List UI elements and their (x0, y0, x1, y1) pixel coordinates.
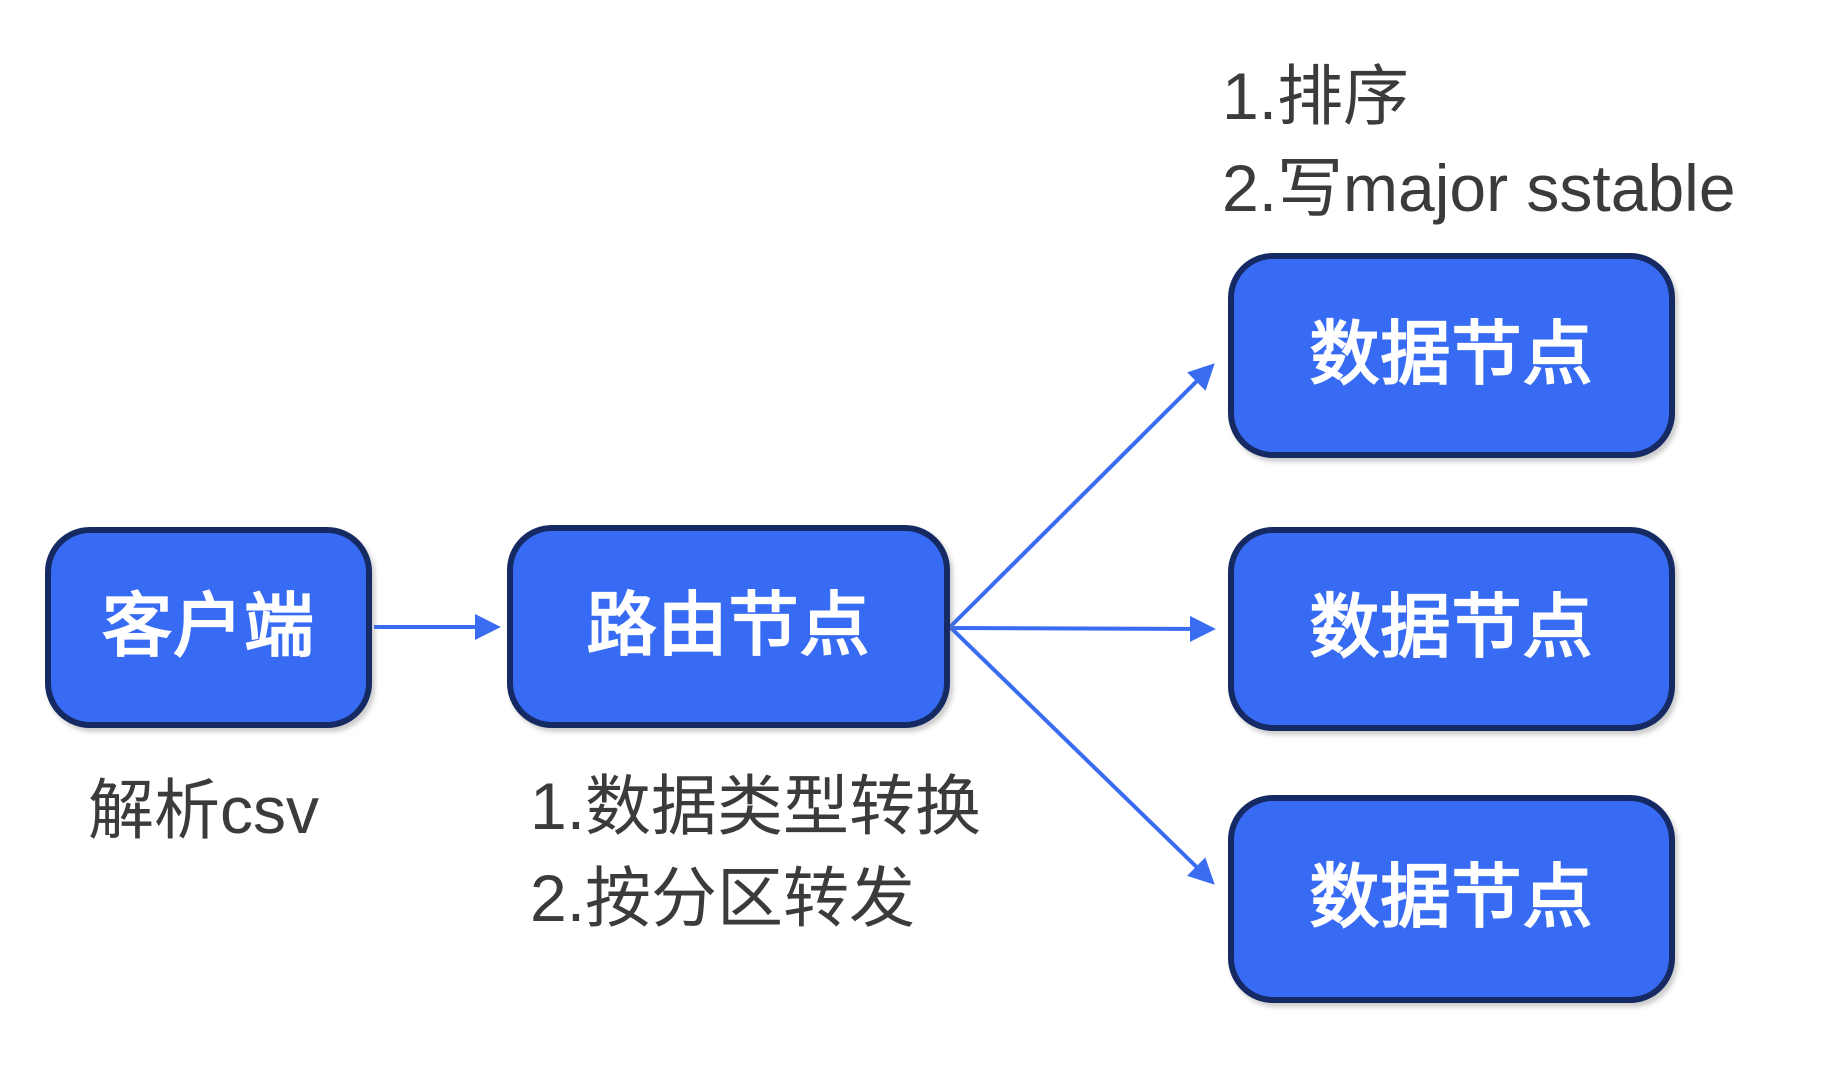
node-data-bottom: 数据节点 (1228, 795, 1675, 1003)
node-data-middle: 数据节点 (1228, 527, 1675, 731)
arrow-router-to-data-middle (949, 615, 1216, 642)
annotation-router: 1.数据类型转换 2.按分区转发 (530, 760, 981, 944)
annotation-data: 1.排序 2.写major sstable (1222, 50, 1736, 234)
annotation-router-line2: 2.按分区转发 (530, 861, 916, 935)
arrow-router-to-data-top (948, 363, 1215, 629)
node-data-top: 数据节点 (1228, 253, 1675, 458)
node-data-top-label: 数据节点 (1309, 314, 1594, 393)
arrow-router-to-data-bottom (948, 625, 1215, 885)
node-data-middle-label: 数据节点 (1309, 588, 1594, 666)
node-client: 客户端 (45, 527, 372, 728)
annotation-data-line2: 2.写major sstable (1222, 151, 1736, 225)
node-client-label: 客户端 (102, 586, 315, 665)
annotation-client: 解析csv (88, 764, 319, 856)
node-router-label: 路由节点 (586, 585, 871, 664)
annotation-router-line1: 1.数据类型转换 (530, 769, 982, 843)
node-data-bottom-label: 数据节点 (1309, 858, 1594, 936)
annotation-data-line1: 1.排序 (1222, 59, 1410, 133)
annotation-client-line1: 解析csv (88, 773, 319, 847)
node-router: 路由节点 (507, 525, 950, 728)
